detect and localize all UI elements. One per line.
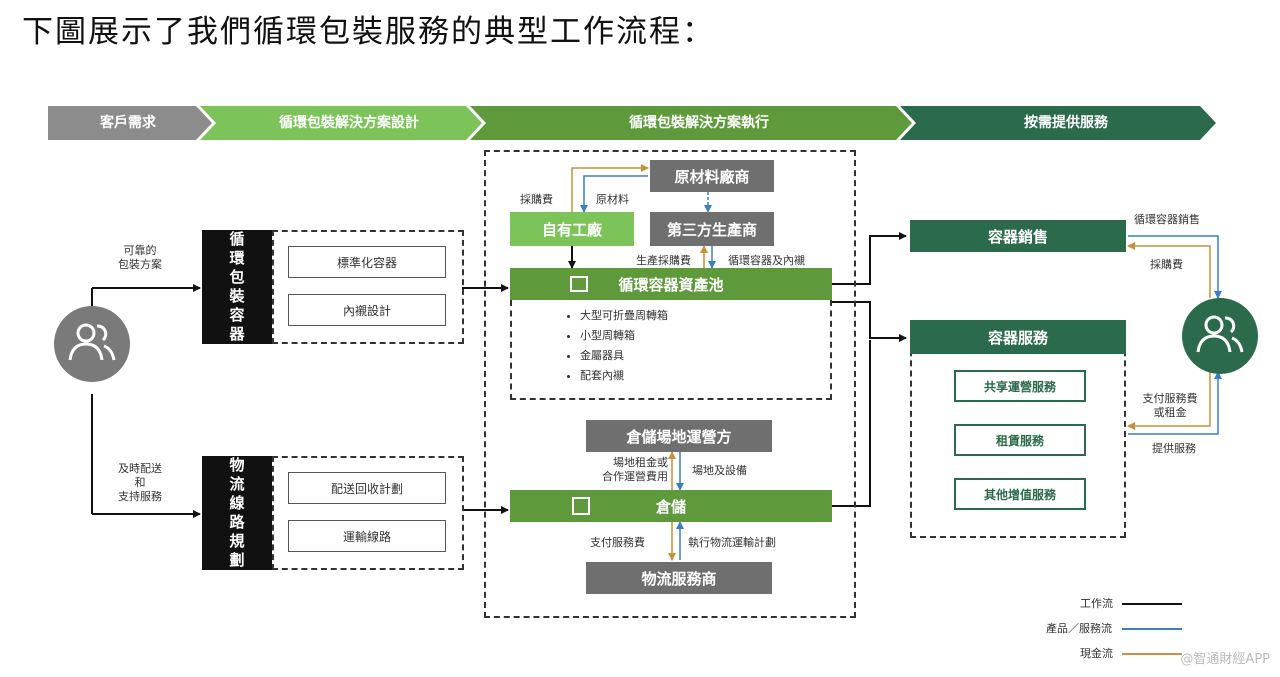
- warehouse-site-operator: 倉儲場地運營方: [586, 420, 772, 452]
- legend-cash-flow: 現金流: [1080, 647, 1113, 660]
- legend-workflow: 工作流: [1080, 597, 1113, 610]
- watermark: @智通財經APP: [1180, 652, 1270, 667]
- purchase-fee-label: 採購費: [520, 193, 553, 206]
- provide-service-label: 提供服務: [1152, 442, 1196, 455]
- pool-items-list: 大型可折疊周轉箱 小型周轉箱 金屬器具 配套內襯: [566, 306, 668, 386]
- people-icon-right: [1196, 315, 1244, 353]
- container-asset-pool: 循環容器資產池: [510, 268, 832, 300]
- delivery-support-label: 及時配送 和 支持服務: [118, 462, 162, 503]
- service-fee-label: 支付服務費: [590, 536, 645, 549]
- legend-product-flow: 產品／服務流: [1046, 622, 1112, 635]
- liner-design-box: 內襯設計: [288, 294, 446, 326]
- logistics-provider: 物流服務商: [586, 562, 772, 594]
- site-rent-label: 場地租金或 合作運營費用: [602, 456, 668, 483]
- page-title: 下圖展示了我們循環包裝服務的典型工作流程：: [22, 14, 715, 50]
- people-icon-left: [68, 323, 116, 361]
- execution-dashed-group: [484, 150, 856, 618]
- containers-liners-label: 循環容器及內襯: [728, 254, 805, 267]
- leasing-service: 租賃服務: [954, 424, 1086, 456]
- stage-chevron-3: [470, 106, 912, 140]
- pool-item: 金屬器具: [580, 346, 668, 366]
- logistics-dashed-group: [272, 456, 464, 570]
- other-value-added-service: 其他增值服務: [954, 478, 1086, 510]
- stage-chevron-2: [200, 106, 482, 140]
- execute-logistics-label: 執行物流運輸計劃: [688, 536, 776, 549]
- stage-on-demand-service: 按需提供服務: [1024, 115, 1108, 131]
- container-sales-label: 循環容器銷售: [1134, 213, 1200, 226]
- pool-item: 小型周轉箱: [580, 326, 668, 346]
- warehouse-icon: [572, 497, 590, 515]
- third-party-producer: 第三方生產商: [650, 212, 774, 246]
- logistics-route-title: 物流線路規劃: [202, 456, 272, 570]
- pallet-icon: [570, 276, 588, 292]
- pool-item: 大型可折疊周轉箱: [580, 306, 668, 326]
- warehouse-box: 倉儲: [510, 490, 832, 522]
- stage-customer-demand: 客戶需求: [100, 115, 156, 131]
- container-sales: 容器銷售: [910, 220, 1126, 252]
- packaging-dashed-group: [272, 230, 464, 344]
- stage-chevron-4: [900, 106, 1216, 140]
- shared-operation-service: 共享運營服務: [954, 370, 1086, 402]
- purchase-fee-right-label: 採購費: [1150, 258, 1183, 271]
- pool-item: 配套內襯: [580, 366, 668, 386]
- pay-service-fee-label: 支付服務費 或租金: [1142, 392, 1198, 419]
- raw-material-label: 原材料: [596, 193, 629, 206]
- raw-material-supplier: 原材料廠商: [650, 160, 774, 192]
- stage-solution-execution: 循環包裝解決方案執行: [629, 115, 769, 131]
- site-equipment-label: 場地及設備: [692, 464, 747, 477]
- stage-chevron-1: [48, 106, 212, 140]
- transport-route-box: 運輸線路: [288, 520, 446, 552]
- stage-solution-design: 循環包裝解決方案設計: [279, 115, 419, 131]
- container-service: 容器服務: [910, 320, 1126, 354]
- own-factory: 自有工廠: [510, 212, 634, 246]
- pool-items-dashed: [510, 300, 832, 400]
- reliable-packaging-label: 可靠的 包裝方案: [118, 244, 162, 271]
- standard-container-box: 標準化容器: [288, 246, 446, 278]
- delivery-plan-box: 配送回收計劃: [288, 472, 446, 504]
- packaging-container-title: 循環包裝容器: [202, 230, 272, 344]
- production-fee-label: 生產採購費: [636, 254, 691, 267]
